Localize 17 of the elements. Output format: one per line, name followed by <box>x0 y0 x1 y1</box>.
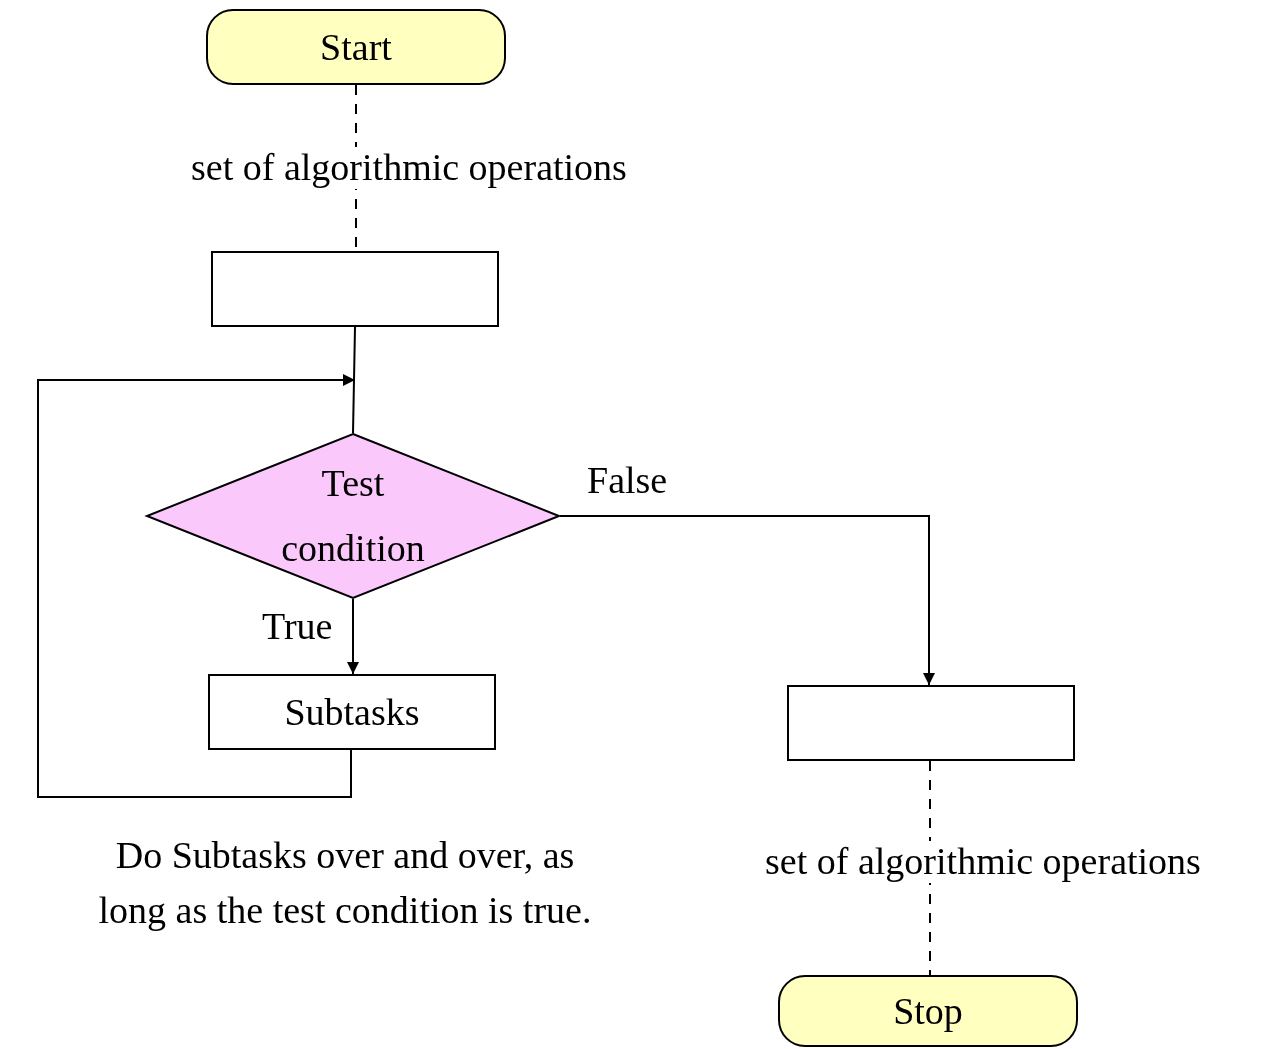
edge-label: set of algorithmic operations <box>763 841 1203 883</box>
connector-line <box>352 326 356 434</box>
empty-process-box <box>211 251 499 327</box>
empty-process-box <box>787 685 1075 761</box>
arrow <box>37 374 356 798</box>
arrow <box>347 598 359 675</box>
decision-diamond <box>146 433 560 599</box>
node-text: Test condition <box>280 461 426 571</box>
terminal-box <box>206 9 506 85</box>
note-text: Do Subtasks over and over, as long as the test condition is true. <box>97 833 593 934</box>
node-text: Stop <box>893 988 963 1034</box>
arrow <box>559 515 935 686</box>
node-text: Start <box>320 24 392 70</box>
process-box <box>208 674 496 750</box>
edge-label: set of algorithmic operations <box>189 147 629 189</box>
terminal-box <box>778 975 1078 1047</box>
node-text: Subtasks <box>284 689 420 735</box>
